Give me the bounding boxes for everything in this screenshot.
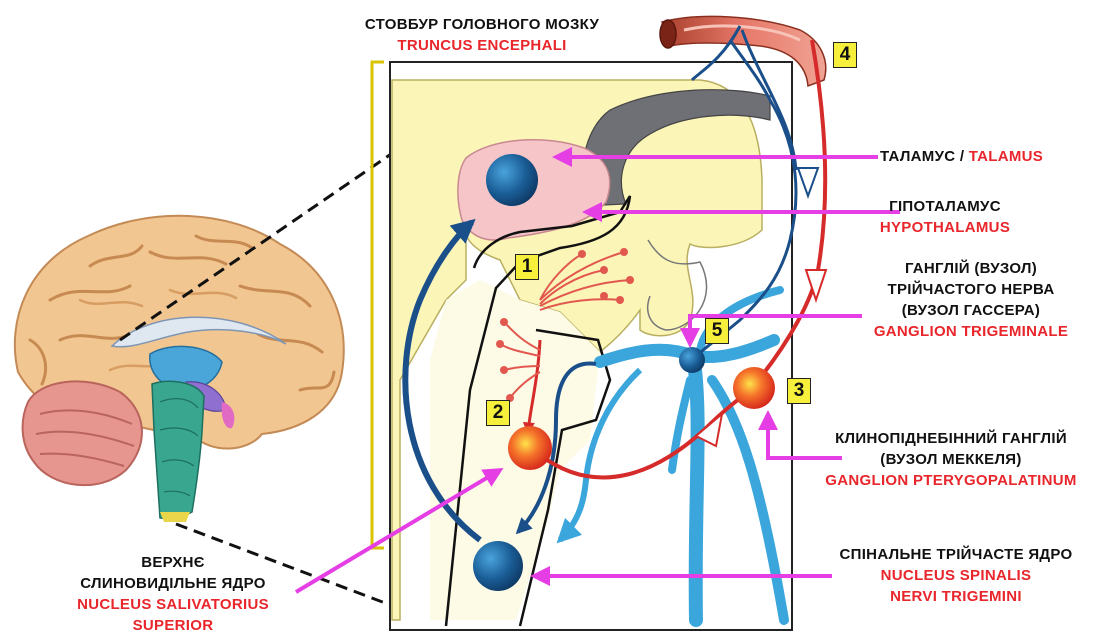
- superior-salivatory-nucleus: [508, 426, 552, 470]
- label-trigeminal-ganglion: ГАНГЛІЙ (ВУЗОЛ) ТРІЙЧАСТОГО НЕРВА (ВУЗОЛ…: [856, 258, 1086, 342]
- label-trigeminal-ua-1: ГАНГЛІЙ (ВУЗОЛ): [856, 258, 1086, 279]
- label-salivatory-lat-2: SUPERIOR: [58, 615, 288, 636]
- schematic-panel: [390, 62, 792, 630]
- label-brainstem-ua: СТОВБУР ГОЛОВНОГО МОЗКУ: [332, 14, 632, 35]
- label-thalamus-lat: TALAMUS: [969, 148, 1043, 165]
- label-salivatory-ua-2: СЛИНОВИДІЛЬНЕ ЯДРО: [58, 573, 288, 594]
- label-thalamus-sep: /: [955, 148, 968, 165]
- label-salivatory-ua-1: ВЕРХНЄ: [58, 552, 288, 573]
- label-hypothalamus: ГІПОТАЛАМУС HYPOTHALAMUS: [870, 196, 1020, 238]
- label-brainstem-lat: TRUNCUS ENCEPHALI: [332, 35, 632, 56]
- label-pterygopalatine-lat: GANGLION PTERYGOPALATINUM: [820, 470, 1082, 491]
- label-pterygopalatine-ua-2: (ВУЗОЛ МЕККЕЛЯ): [820, 449, 1082, 470]
- brainstem-bracket: [372, 62, 384, 548]
- label-spinal-nucleus: СПІНАЛЬНЕ ТРІЙЧАСТЕ ЯДРО NUCLEUS SPINALI…: [838, 544, 1074, 607]
- marker-3: 3: [787, 378, 811, 404]
- label-salivatory: ВЕРХНЄ СЛИНОВИДІЛЬНЕ ЯДРО NUCLEUS SALIVA…: [58, 552, 288, 636]
- label-trigeminal-ua-3: (ВУЗОЛ ГАССЕРА): [856, 300, 1086, 321]
- label-salivatory-lat-1: NUCLEUS SALIVATORIUS: [58, 594, 288, 615]
- label-trigeminal-ua-2: ТРІЙЧАСТОГО НЕРВА: [856, 279, 1086, 300]
- brain-illustration: [15, 216, 344, 522]
- label-thalamus: ТАЛАМУС / TALAMUS: [880, 146, 1043, 167]
- label-hypothalamus-ua: ГІПОТАЛАМУС: [870, 196, 1020, 217]
- label-hypothalamus-lat: HYPOTHALAMUS: [870, 217, 1020, 238]
- label-spinal-lat-2: NERVI TRIGEMINI: [838, 586, 1074, 607]
- label-thalamus-ua: ТАЛАМУС: [880, 148, 955, 165]
- label-brainstem: СТОВБУР ГОЛОВНОГО МОЗКУ TRUNCUS ENCEPHAL…: [332, 14, 632, 56]
- trigeminal-ganglion: [679, 347, 705, 373]
- label-trigeminal-lat: GANGLION TRIGEMINALE: [856, 321, 1086, 342]
- spinal-trigeminal-nucleus: [473, 541, 523, 591]
- label-spinal-ua: СПІНАЛЬНЕ ТРІЙЧАСТЕ ЯДРО: [838, 544, 1074, 565]
- marker-1: 1: [515, 254, 539, 280]
- marker-4: 4: [833, 42, 857, 68]
- marker-5: 5: [705, 318, 729, 344]
- thalamus-nucleus: [486, 154, 538, 206]
- label-spinal-lat-1: NUCLEUS SPINALIS: [838, 565, 1074, 586]
- label-pterygopalatine: КЛИНОПІДНЕБІННИЙ ГАНГЛІЙ (ВУЗОЛ МЕККЕЛЯ)…: [820, 428, 1082, 491]
- label-pterygopalatine-ua-1: КЛИНОПІДНЕБІННИЙ ГАНГЛІЙ: [820, 428, 1082, 449]
- pterygopalatine-ganglion: [733, 367, 775, 409]
- marker-2: 2: [486, 400, 510, 426]
